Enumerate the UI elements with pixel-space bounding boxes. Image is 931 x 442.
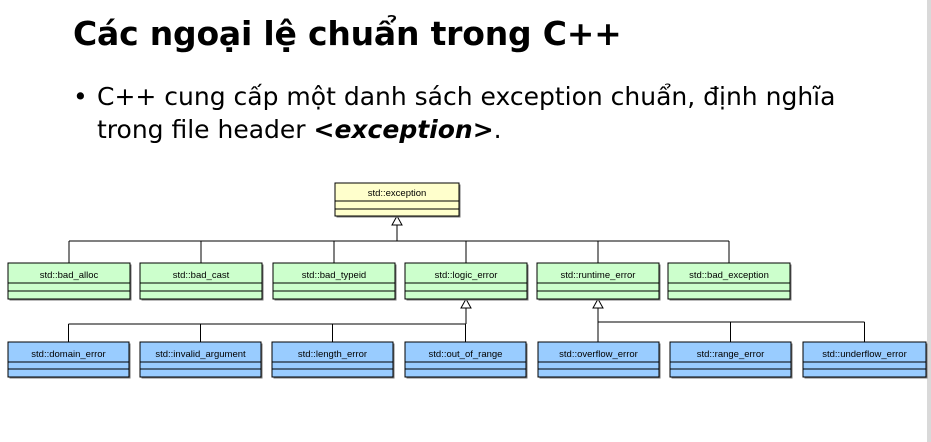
class-box-domain-error: std::domain_error xyxy=(7,341,131,379)
box-body xyxy=(271,341,394,378)
box-body xyxy=(667,262,791,300)
inheritance-arrow-icon xyxy=(391,214,403,226)
class-box-out-of-range: std::out_of_range xyxy=(404,341,528,379)
class-box-bad-cast: std::bad_cast xyxy=(139,262,264,301)
inheritance-edges xyxy=(68,214,865,342)
box-body xyxy=(669,341,792,378)
box-body xyxy=(536,262,660,300)
inheritance-arrow-icon xyxy=(460,297,472,309)
class-box-bad-alloc: std::bad_alloc xyxy=(7,262,132,301)
box-body xyxy=(404,341,527,378)
class-box-exception: std::exception xyxy=(334,182,461,218)
box-body xyxy=(7,262,131,300)
class-name-label: std::invalid_argument xyxy=(155,349,246,360)
bullet-code: <exception> xyxy=(313,115,494,144)
class-name-label: std::logic_error xyxy=(435,270,498,281)
class-name-label: std::underflow_error xyxy=(822,349,906,360)
slide-right-border xyxy=(927,0,931,442)
class-box-runtime-error: std::runtime_error xyxy=(536,262,661,301)
class-box-invalid-argument: std::invalid_argument xyxy=(139,341,263,379)
class-name-label: std::out_of_range xyxy=(429,349,503,360)
slide-title: Các ngoại lệ chuẩn trong C++ xyxy=(73,14,622,53)
box-body xyxy=(537,341,660,378)
box-body xyxy=(139,341,262,378)
box-body xyxy=(334,182,460,217)
class-box-overflow-error: std::overflow_error xyxy=(537,341,661,379)
box-body xyxy=(272,262,396,300)
class-name-label: std::runtime_error xyxy=(561,270,636,281)
class-box-range-error: std::range_error xyxy=(669,341,793,379)
class-name-label: std::bad_cast xyxy=(173,270,230,281)
bullet-text: C++ cung cấp một danh sách exception chu… xyxy=(97,80,857,146)
class-name-label: std::length_error xyxy=(298,349,367,360)
box-body xyxy=(802,341,927,378)
class-name-label: std::exception xyxy=(368,188,427,199)
class-box-length-error: std::length_error xyxy=(271,341,395,379)
bullet-text-before: C++ cung cấp một danh sách exception chu… xyxy=(97,82,836,144)
class-name-label: std::range_error xyxy=(697,349,765,360)
class-name-label: std::bad_exception xyxy=(689,270,769,281)
bullet-text-after: . xyxy=(493,115,502,144)
box-body xyxy=(404,262,528,300)
bullet-symbol: • xyxy=(73,82,88,111)
class-name-label: std::bad_typeid xyxy=(302,270,366,281)
class-box-logic-error: std::logic_error xyxy=(404,262,529,301)
class-box-bad-typeid: std::bad_typeid xyxy=(272,262,397,301)
class-name-label: std::bad_alloc xyxy=(40,270,99,281)
box-body xyxy=(139,262,263,300)
class-box-bad-exception: std::bad_exception xyxy=(667,262,792,301)
class-box-underflow-error: std::underflow_error xyxy=(802,341,928,379)
box-body xyxy=(7,341,130,378)
class-name-label: std::domain_error xyxy=(31,349,105,360)
inheritance-arrow-icon xyxy=(592,297,604,309)
class-name-label: std::overflow_error xyxy=(559,349,638,360)
